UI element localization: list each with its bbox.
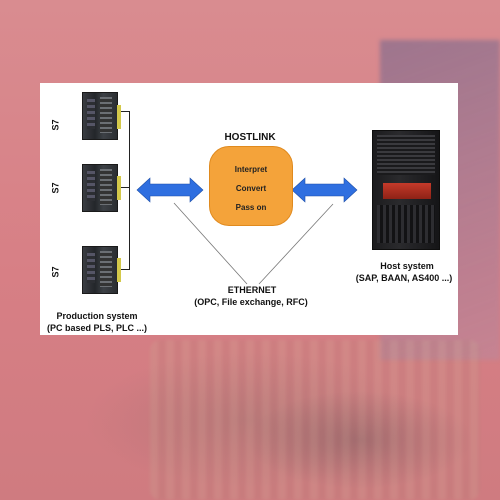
- server-top-panel: [377, 135, 435, 175]
- ethernet-label: ETHERNET: [222, 285, 282, 295]
- host-system-detail: (SAP, BAAN, AS400 ...): [350, 273, 458, 283]
- hostlink-box: Interpret Convert Pass on: [209, 146, 293, 226]
- hostlink-title: HOSTLINK: [218, 132, 282, 143]
- hostlink-step-convert: Convert: [210, 184, 292, 193]
- server-red-stripe: [383, 183, 431, 199]
- host-system-label: Host system: [377, 261, 437, 271]
- left-double-arrow: [137, 178, 203, 202]
- ethernet-protocols: (OPC, File exchange, RFC): [178, 297, 324, 307]
- production-system-label: Production system: [52, 311, 142, 321]
- hostlink-step-interpret: Interpret: [210, 165, 292, 174]
- right-double-arrow: [292, 178, 357, 202]
- hostlink-step-pass-on: Pass on: [210, 203, 292, 212]
- production-system-detail: (PC based PLS, PLC ...): [40, 323, 154, 333]
- server-grille: [377, 205, 435, 243]
- host-server-image: [372, 130, 440, 250]
